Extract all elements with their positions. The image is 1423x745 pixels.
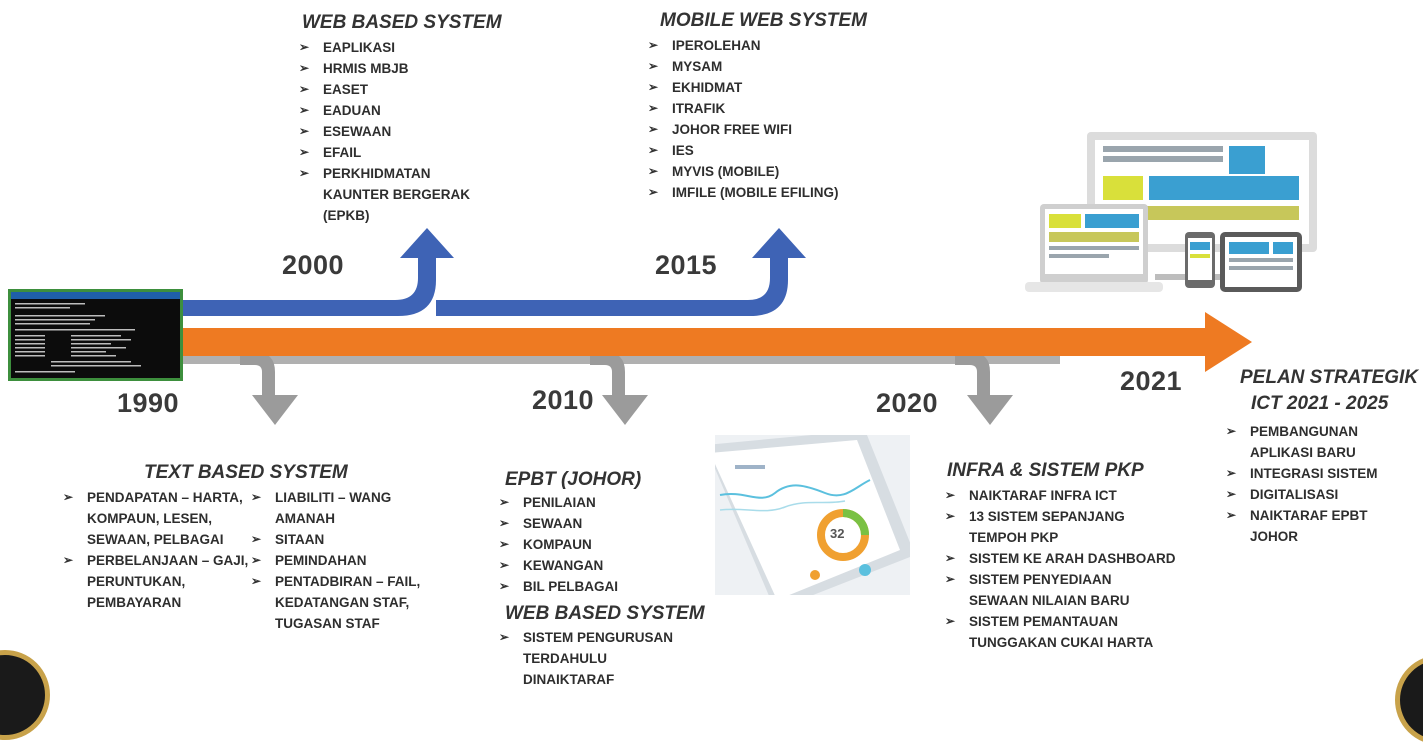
blue-timeline-line	[180, 228, 454, 316]
list-item: DIGITALISASI	[1224, 484, 1414, 505]
list-item: MYVIS (MOBILE)	[646, 161, 886, 182]
phone-illustration	[715, 435, 910, 595]
year-2010: 2010	[532, 385, 595, 415]
list-item: IPEROLEHAN	[646, 35, 886, 56]
year-2015: 2015	[655, 250, 718, 280]
list-item: ESEWAAN	[297, 121, 497, 142]
list-item: SISTEM PENYEDIAAN SEWAAN NILAIAN BARU	[943, 569, 1169, 611]
pelan-strategik-list: PEMBANGUNAN APLIKASI BARU INTEGRASI SIST…	[1224, 421, 1414, 547]
list-item: HRMIS MBJB	[297, 58, 497, 79]
list-item: SISTEM PEMANTAUAN TUNGGAKAN CUKAI HARTA	[943, 611, 1189, 653]
orange-main-arrow	[180, 312, 1252, 372]
responsive-devices-illustration	[1025, 132, 1317, 292]
list-item: PERKHIDMATAN KAUNTER BERGERAK (EPKB)	[297, 163, 483, 226]
terminal-titlebar	[11, 292, 180, 299]
list-item: IMFILE (MOBILE EFILING)	[646, 182, 886, 203]
list-item: EASET	[297, 79, 497, 100]
pelan-strategik-title-line1: PELAN STRATEGIK	[1240, 367, 1419, 388]
gray-arrow-2010	[590, 352, 648, 425]
list-item: EKHIDMAT	[646, 77, 886, 98]
year-2020: 2020	[876, 388, 939, 418]
terminal-text-lines	[15, 303, 141, 373]
blue-timeline-line-2015	[436, 228, 806, 316]
infra-sistem-pkp-title: INFRA & SISTEM PKP	[947, 460, 1144, 481]
list-item: MYSAM	[646, 56, 886, 77]
list-item: SEWAAN	[497, 513, 677, 534]
infra-sistem-pkp-list: NAIKTARAF INFRA ICT 13 SISTEM SEPANJANG …	[943, 485, 1203, 653]
list-item: LIABILITI – WANG AMANAH	[249, 487, 415, 529]
web-based-system-2000-title: WEB BASED SYSTEM	[302, 12, 502, 33]
year-2021: 2021	[1120, 366, 1183, 396]
terminal-screenshot	[8, 289, 183, 381]
list-item: SITAAN	[249, 529, 449, 550]
list-item: PEMINDAHAN	[249, 550, 449, 571]
list-item: IES	[646, 140, 886, 161]
list-item: KEWANGAN	[497, 555, 677, 576]
epbt-johor-title: EPBT (JOHOR)	[505, 469, 642, 490]
list-item: SISTEM PENGURUSAN TERDAHULU DINAIKTARAF	[497, 627, 688, 690]
list-item: PERBELANJAAN – GAJI, PERUNTUKAN, PEMBAYA…	[61, 550, 257, 613]
list-item: SISTEM KE ARAH DASHBOARD	[943, 548, 1203, 569]
text-based-system-list-col2: LIABILITI – WANG AMANAH SITAAN PEMINDAHA…	[249, 487, 449, 634]
list-item: NAIKTARAF INFRA ICT	[943, 485, 1203, 506]
gray-arrow-1990	[240, 352, 298, 425]
pelan-strategik-title-line2: ICT 2021 - 2025	[1251, 393, 1389, 414]
web-based-system-2000-list: EAPLIKASI HRMIS MBJB EASET EADUAN ESEWAA…	[297, 37, 497, 226]
list-item: 13 SISTEM SEPANJANG TEMPOH PKP	[943, 506, 1159, 548]
web-based-system-2010-list: SISTEM PENGURUSAN TERDAHULU DINAIKTARAF	[497, 627, 697, 690]
text-based-system-list-col1: PENDAPATAN – HARTA, KOMPAUN, LESEN, SEWA…	[61, 487, 261, 613]
list-item: PENTADBIRAN – FAIL, KEDATANGAN STAF, TUG…	[249, 571, 450, 634]
list-item: PENDAPATAN – HARTA, KOMPAUN, LESEN, SEWA…	[61, 487, 247, 550]
list-item: KOMPAUN	[497, 534, 677, 555]
mobile-web-system-list: IPEROLEHAN MYSAM EKHIDMAT ITRAFIK JOHOR …	[646, 35, 886, 203]
list-item: INTEGRASI SISTEM	[1224, 463, 1414, 484]
year-1990: 1990	[117, 388, 180, 418]
timeline-arrows	[180, 228, 1252, 425]
phone-gauge-value: 32	[830, 526, 845, 541]
text-based-system-title: TEXT BASED SYSTEM	[144, 462, 348, 483]
epbt-johor-list: PENILAIAN SEWAAN KOMPAUN KEWANGAN BIL PE…	[497, 492, 677, 597]
list-item: EFAIL	[297, 142, 497, 163]
list-item: ITRAFIK	[646, 98, 886, 119]
list-item: PEMBANGUNAN APLIKASI BARU	[1224, 421, 1390, 463]
list-item: NAIKTARAF EPBT JOHOR	[1224, 505, 1380, 547]
list-item: EAPLIKASI	[297, 37, 497, 58]
list-item: JOHOR FREE WIFI	[646, 119, 886, 140]
list-item: BIL PELBAGAI	[497, 576, 677, 597]
gray-arrow-2020	[955, 352, 1013, 425]
phone-dashboard-photo: 32	[715, 435, 910, 595]
list-item: PENILAIAN	[497, 492, 677, 513]
web-based-system-2010-title: WEB BASED SYSTEM	[505, 603, 705, 624]
year-2000: 2000	[282, 250, 345, 280]
mobile-web-system-title: MOBILE WEB SYSTEM	[660, 10, 867, 31]
list-item: EADUAN	[297, 100, 497, 121]
